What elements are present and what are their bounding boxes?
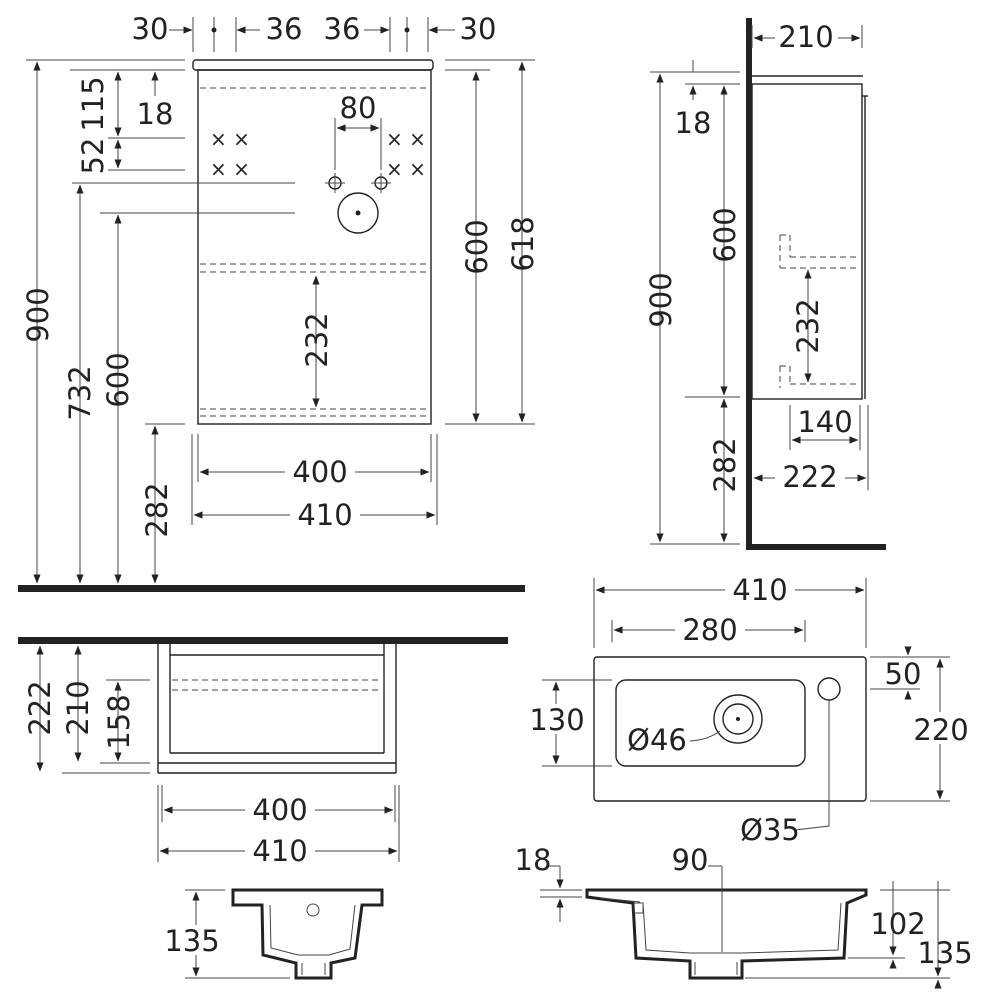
basin-section-left-dimensions: 135 — [164, 889, 290, 979]
svg-text:× ×: × × — [210, 157, 250, 181]
dim-label: 80 — [340, 91, 377, 125]
dim-label: 50 — [885, 657, 922, 691]
tap-and-waste-holes — [325, 173, 391, 234]
basin-section-right-profile — [585, 888, 868, 980]
basin-section-right-dimensions: 18 90 102 135 — [515, 843, 973, 989]
dim-label: 30 — [132, 12, 169, 46]
dim-label: 900 — [644, 272, 678, 327]
dim-label: 135 — [917, 936, 972, 970]
basin-outline — [593, 656, 867, 802]
callout-label: Ø35 — [740, 813, 800, 847]
basin-section-left-profile — [231, 888, 384, 980]
svg-text:× ×: × × — [386, 127, 426, 151]
dim-label: 282 — [140, 482, 174, 537]
front-left-dimensions: 900 732 600 282 115 52 18 — [21, 59, 295, 584]
svg-text:× ×: × × — [210, 127, 250, 151]
svg-text:× ×: × × — [386, 157, 426, 181]
dim-label: 410 — [297, 498, 352, 532]
plan-cabinet — [157, 644, 397, 774]
dim-label: 232 — [791, 298, 825, 353]
basin-top-dimensions: 410 280 50 220 130 Ø46 — [529, 572, 969, 847]
front-inner-dimensions: 80 232 — [300, 91, 382, 408]
dim-label: 222 — [782, 460, 837, 494]
dim-label: 410 — [252, 834, 307, 868]
dim-label: 210 — [61, 680, 95, 735]
side-view: 210 18 600 900 282 232 1 — [644, 18, 886, 550]
dim-label: 90 — [672, 843, 709, 877]
front-bottom-dimensions: 400 410 — [191, 434, 438, 532]
side-floor — [746, 544, 886, 550]
dim-label: 400 — [292, 455, 347, 489]
plan-dimensions: 222 210 158 400 410 — [23, 645, 400, 868]
dim-label: 18 — [515, 843, 552, 877]
dim-label: 600 — [101, 352, 135, 407]
dim-label: 36 — [266, 12, 303, 46]
dim-label: 410 — [732, 573, 787, 607]
dim-label: 30 — [460, 12, 497, 46]
dim-label: 282 — [708, 437, 742, 492]
dim-label: 210 — [778, 20, 833, 54]
side-dimensions: 210 18 600 900 282 232 1 — [644, 20, 869, 545]
dim-label: 158 — [102, 694, 136, 749]
plan-view: 222 210 158 400 410 — [18, 637, 508, 868]
basin-section-left: 135 — [164, 888, 384, 980]
dim-label: 600 — [708, 207, 742, 262]
side-wall — [746, 18, 752, 550]
front-cabinet — [192, 59, 434, 425]
basin-top-view: 410 280 50 220 130 Ø46 — [529, 572, 969, 847]
side-cabinet — [751, 75, 868, 400]
dim-label: 232 — [300, 312, 334, 367]
dim-label: 222 — [23, 680, 57, 735]
front-floor-line — [18, 585, 525, 592]
dim-label: 600 — [460, 219, 494, 274]
dim-label: 36 — [324, 12, 361, 46]
dim-label: 900 — [21, 287, 55, 342]
wall-bracket-marks: × × × × × × × × — [210, 127, 426, 181]
callout-label: Ø46 — [627, 723, 687, 757]
dim-label: 115 — [76, 76, 110, 131]
plan-wall-line — [18, 637, 508, 644]
dim-label: 140 — [797, 405, 852, 439]
dim-label: 220 — [913, 713, 968, 747]
dim-label: 130 — [529, 703, 584, 737]
dim-label: 135 — [164, 924, 219, 958]
front-view: × × × × × × × × — [18, 12, 540, 592]
dim-label: 102 — [870, 907, 925, 941]
basin-section-right: 18 90 102 135 — [515, 843, 973, 989]
front-right-dimensions: 600 618 — [445, 59, 540, 425]
dim-label: 732 — [63, 365, 97, 420]
dim-label: 52 — [76, 138, 110, 175]
dim-label: 618 — [506, 216, 540, 271]
front-top-dimensions: 30 36 36 30 — [132, 12, 497, 52]
dim-label: 18 — [675, 106, 712, 140]
dim-label: 18 — [137, 97, 174, 131]
dim-label: 280 — [682, 613, 737, 647]
dim-label: 400 — [252, 793, 307, 827]
